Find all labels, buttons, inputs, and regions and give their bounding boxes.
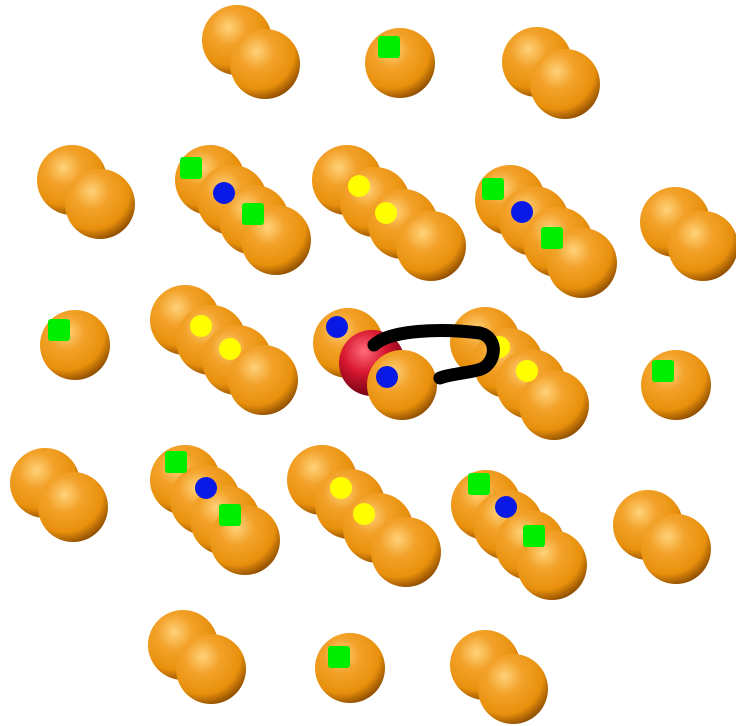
blue-marker bbox=[511, 201, 533, 223]
green-marker bbox=[378, 36, 400, 58]
lattice-atom bbox=[365, 28, 435, 98]
lattice-atom bbox=[371, 517, 441, 587]
green-marker bbox=[482, 178, 504, 200]
green-marker bbox=[165, 451, 187, 473]
lattice-atom bbox=[176, 634, 246, 704]
green-marker bbox=[242, 203, 264, 225]
green-marker bbox=[468, 473, 490, 495]
lattice-atom bbox=[228, 345, 298, 415]
lattice-atom bbox=[315, 633, 385, 703]
green-marker bbox=[652, 360, 674, 382]
blue-marker bbox=[495, 496, 517, 518]
lattice-atom bbox=[478, 654, 548, 724]
lattice-atom bbox=[367, 350, 437, 420]
lattice-atom bbox=[641, 350, 711, 420]
lattice-atom bbox=[65, 169, 135, 239]
blue-marker bbox=[213, 182, 235, 204]
lattice-atom bbox=[38, 472, 108, 542]
blue-marker bbox=[326, 316, 348, 338]
yellow-marker bbox=[516, 360, 538, 382]
green-marker bbox=[48, 319, 70, 341]
yellow-marker bbox=[219, 338, 241, 360]
green-marker bbox=[180, 157, 202, 179]
front-atoms-layer bbox=[367, 350, 437, 420]
yellow-marker bbox=[330, 477, 352, 499]
migration-path-layer bbox=[367, 324, 500, 385]
yellow-marker bbox=[190, 315, 212, 337]
blue-marker bbox=[195, 477, 217, 499]
yellow-marker bbox=[348, 175, 370, 197]
lattice-atom bbox=[641, 514, 711, 584]
yellow-marker bbox=[375, 202, 397, 224]
lattice-atom bbox=[517, 530, 587, 600]
lattice-atom bbox=[530, 49, 600, 119]
lattice-atom bbox=[396, 211, 466, 281]
yellow-marker bbox=[353, 503, 375, 525]
green-marker bbox=[328, 646, 350, 668]
green-marker bbox=[541, 227, 563, 249]
migration-path bbox=[367, 324, 500, 385]
lattice-atom bbox=[230, 29, 300, 99]
green-marker bbox=[523, 525, 545, 547]
lattice-atom bbox=[547, 228, 617, 298]
green-marker bbox=[219, 504, 241, 526]
lattice-atom bbox=[668, 211, 736, 281]
blue-marker bbox=[376, 366, 398, 388]
markers-layer bbox=[48, 36, 674, 668]
lattice-atom bbox=[519, 370, 589, 440]
